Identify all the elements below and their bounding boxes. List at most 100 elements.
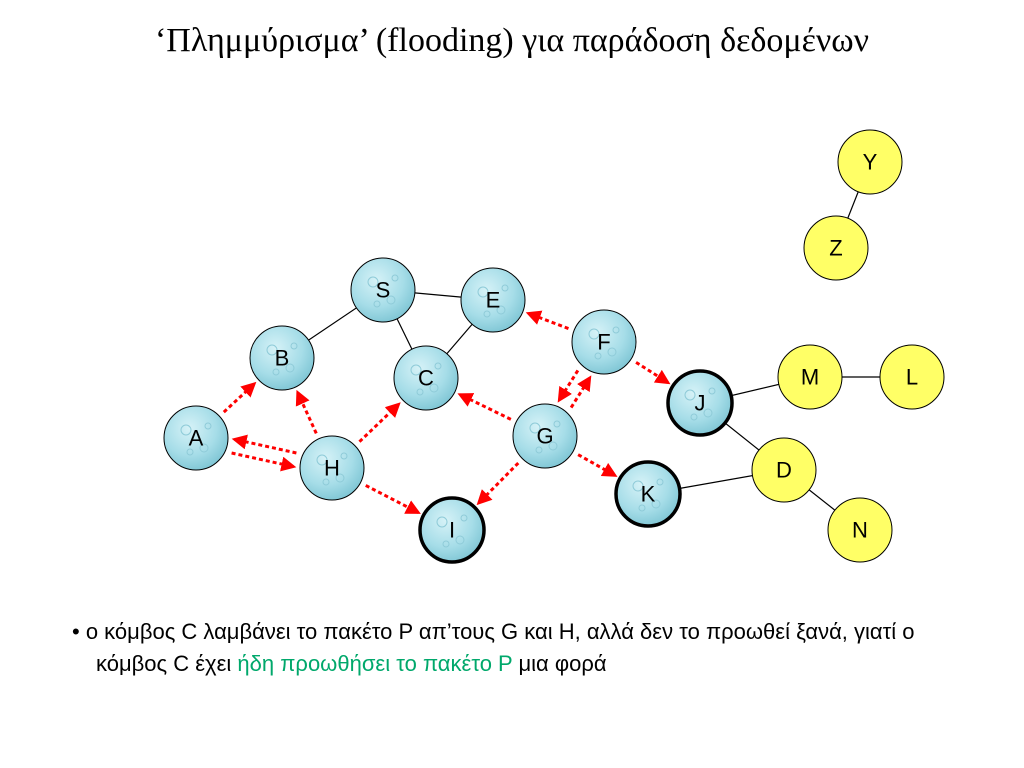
node-G-texture bbox=[529, 422, 541, 434]
node-K-texture bbox=[651, 499, 661, 509]
node-Y: Y bbox=[837, 129, 903, 195]
flood-arrow-A-B bbox=[222, 381, 257, 414]
node-B-circle bbox=[249, 325, 315, 391]
node-K-texture bbox=[632, 480, 644, 492]
node-S-texture bbox=[386, 295, 396, 305]
node-K: K bbox=[614, 460, 682, 528]
node-H-label: H bbox=[324, 456, 340, 481]
flood-arrow-F-J bbox=[635, 361, 671, 385]
node-N-label: N bbox=[852, 518, 868, 543]
node-E-texture bbox=[496, 305, 506, 315]
node-I: I bbox=[418, 496, 486, 564]
node-G-texture bbox=[553, 420, 561, 428]
node-H-texture bbox=[322, 478, 330, 486]
flood-arrow-F-E bbox=[525, 310, 569, 330]
bullet-highlight: ήδη προωθήσει το πακέτο P bbox=[237, 651, 513, 676]
node-H-circle bbox=[299, 435, 365, 501]
node-I-texture bbox=[436, 516, 448, 528]
node-H-texture bbox=[335, 473, 345, 483]
node-D-circle bbox=[751, 437, 817, 503]
node-D-label: D bbox=[776, 458, 792, 483]
node-C-texture bbox=[434, 362, 442, 370]
node-I-texture bbox=[455, 535, 465, 545]
node-J: J bbox=[666, 369, 734, 437]
node-E-texture bbox=[477, 286, 489, 298]
flood-arrow-G-I bbox=[476, 461, 520, 506]
node-C-label: C bbox=[418, 366, 434, 391]
node-A: A bbox=[163, 405, 229, 471]
node-F-texture bbox=[588, 328, 600, 340]
node-A-texture bbox=[204, 422, 212, 430]
flood-arrow-H-B bbox=[295, 389, 318, 435]
node-F-texture bbox=[594, 352, 602, 360]
node-E-texture bbox=[483, 310, 491, 318]
bullet-text-after: μια φορά bbox=[512, 651, 607, 676]
node-E-texture bbox=[501, 284, 509, 292]
node-A-texture bbox=[199, 443, 209, 453]
flood-arrow-H-A bbox=[231, 434, 297, 455]
node-M-circle bbox=[777, 344, 843, 410]
node-L: L bbox=[879, 344, 945, 410]
node-B-texture bbox=[290, 342, 298, 350]
node-D: D bbox=[751, 437, 817, 503]
node-G-label: G bbox=[536, 424, 553, 449]
node-A-label: A bbox=[189, 426, 204, 451]
node-M-label: M bbox=[801, 365, 819, 390]
node-C-texture bbox=[410, 364, 422, 376]
node-N-circle bbox=[827, 497, 893, 563]
node-C-texture bbox=[416, 388, 424, 396]
node-G-circle bbox=[512, 403, 578, 469]
node-B: B bbox=[249, 325, 315, 391]
node-S-circle bbox=[350, 257, 416, 323]
node-K-texture bbox=[656, 478, 664, 486]
node-I-texture bbox=[460, 514, 468, 522]
node-S-texture bbox=[391, 274, 399, 282]
node-J-texture bbox=[703, 408, 713, 418]
node-B-texture bbox=[285, 363, 295, 373]
node-C: C bbox=[393, 345, 459, 411]
node-G-texture bbox=[548, 441, 558, 451]
node-H-texture bbox=[340, 452, 348, 460]
node-J-texture bbox=[684, 389, 696, 401]
node-E: E bbox=[460, 267, 526, 333]
node-H-texture bbox=[316, 454, 328, 466]
flood-arrow-H-I bbox=[365, 484, 421, 514]
flood-arrow-H-C bbox=[358, 402, 401, 443]
node-S-texture bbox=[367, 276, 379, 288]
node-G-texture bbox=[535, 446, 543, 454]
node-J-label: J bbox=[695, 391, 706, 416]
node-I-label: I bbox=[449, 518, 455, 543]
slide-title: ‘Πλημμύρισμα’ (flooding) για παράδοση δε… bbox=[154, 22, 870, 59]
flood-arrow-G-F bbox=[569, 375, 592, 409]
node-Z-label: Z bbox=[829, 236, 842, 261]
node-Y-circle bbox=[837, 129, 903, 195]
node-B-texture bbox=[272, 368, 280, 376]
flood-arrow-G-C bbox=[457, 393, 512, 421]
node-F: F bbox=[571, 309, 637, 375]
node-B-texture bbox=[266, 344, 278, 356]
node-N: N bbox=[827, 497, 893, 563]
node-M: M bbox=[777, 344, 843, 410]
node-I-circle bbox=[418, 496, 486, 564]
bullet-text-before: ο κόμβος C λαμβάνει το πακέτο P απ’τους … bbox=[85, 619, 915, 676]
flood-arrow-A-H bbox=[231, 451, 297, 472]
node-L-circle bbox=[879, 344, 945, 410]
node-Z: Z bbox=[803, 215, 869, 281]
node-S-label: S bbox=[376, 278, 391, 303]
node-F-texture bbox=[612, 326, 620, 334]
node-A-texture bbox=[186, 448, 194, 456]
node-C-circle bbox=[393, 345, 459, 411]
node-S-texture bbox=[373, 300, 381, 308]
nodes-layer: S E B C F A H G I J K Y Z M L D N bbox=[163, 129, 945, 564]
node-A-texture bbox=[180, 424, 192, 436]
node-G: G bbox=[512, 403, 578, 469]
node-J-texture bbox=[690, 413, 698, 421]
node-K-texture bbox=[638, 504, 646, 512]
flood-arrows-layer bbox=[222, 310, 671, 514]
node-J-circle bbox=[666, 369, 734, 437]
node-Y-label: Y bbox=[863, 150, 878, 175]
node-F-texture bbox=[607, 347, 617, 357]
flood-arrow-G-K bbox=[577, 453, 618, 477]
node-H: H bbox=[299, 435, 365, 501]
node-K-circle bbox=[614, 460, 682, 528]
